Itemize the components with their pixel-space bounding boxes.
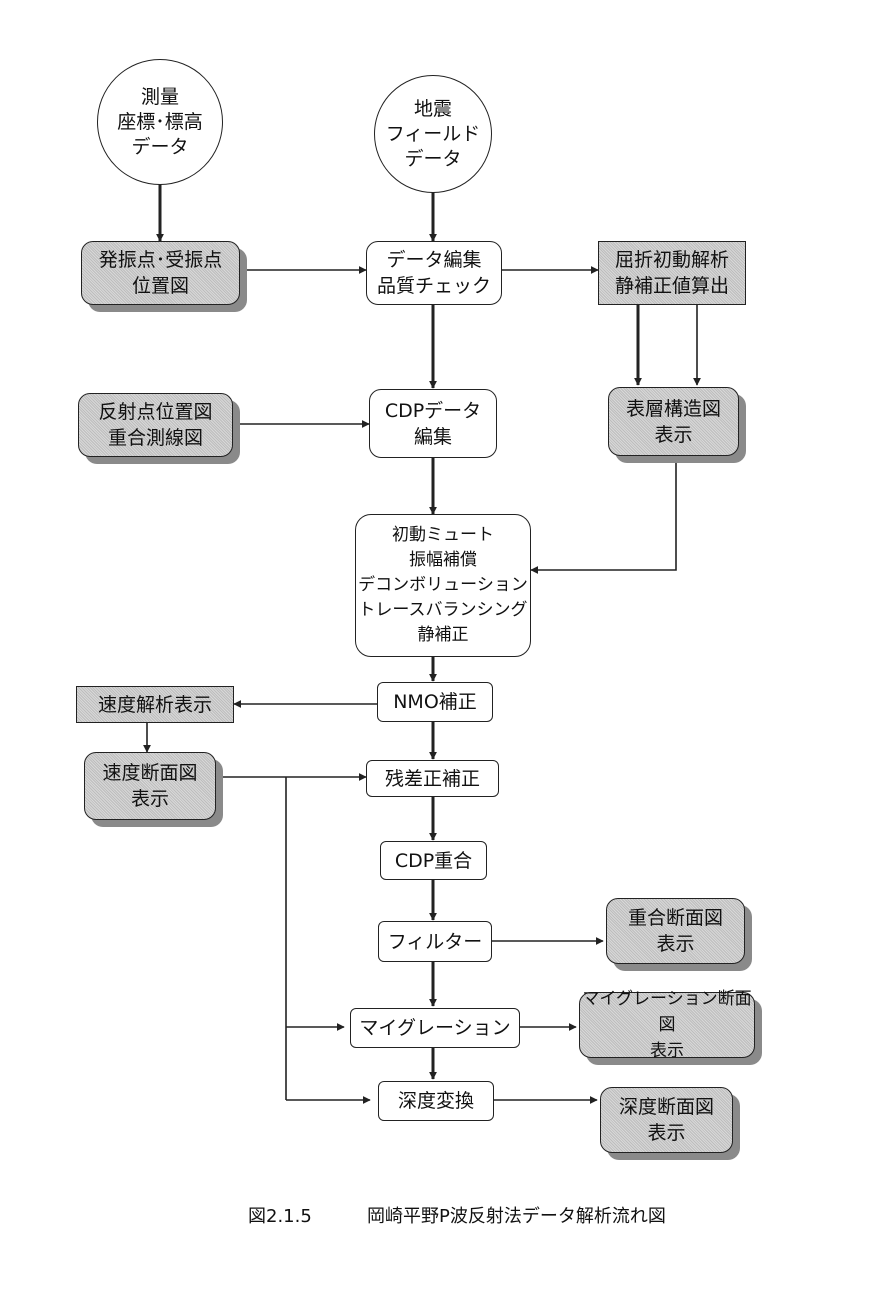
data-edit-qc-node: データ編集 品質チェック — [366, 241, 502, 305]
shot-receiver-map-node: 発振点･受振点 位置図 — [81, 241, 240, 305]
depth-section-display-node: 深度断面図 表示 — [600, 1087, 733, 1153]
velocity-section-display-node: 速度断面図 表示 — [84, 752, 216, 820]
seismic-field-data-label: 地震 フィールド データ — [385, 97, 481, 170]
processing-steps-node: 初動ミュート 振幅補償 デコンボリューション トレースバランシング 静補正 — [355, 514, 531, 657]
depth-conversion-node: 深度変換 — [378, 1081, 494, 1121]
migration-label: マイグレーション — [359, 1017, 511, 1039]
arrow-surface-to-processing — [530, 456, 677, 574]
nmo-correction-label: NMO補正 — [393, 691, 477, 713]
velocity-analysis-display-label: 速度解析表示 — [97, 693, 212, 716]
data-edit-qc-label: データ編集 品質チェック — [376, 249, 491, 297]
migration-section-display-label: マイグレーション断面図 表示 — [582, 989, 752, 1061]
seismic-field-data-node: 地震 フィールド データ — [374, 75, 492, 193]
reflection-point-map-node: 反射点位置図 重合測線図 — [78, 393, 233, 457]
velocity-section-display-label: 速度断面図 表示 — [102, 762, 198, 810]
cdp-stack-label: CDP重合 — [394, 849, 473, 872]
stack-section-display-node: 重合断面図 表示 — [606, 898, 745, 964]
surface-layer-display-label: 表層構造図 表示 — [625, 397, 721, 446]
refraction-static-node: 屈折初動解析 静補正値算出 — [598, 241, 746, 305]
nmo-correction-node: NMO補正 — [377, 682, 493, 722]
residual-static-label: 残差正補正 — [384, 767, 480, 790]
migration-node: マイグレーション — [350, 1008, 520, 1048]
residual-static-node: 残差正補正 — [366, 760, 499, 797]
depth-conversion-label: 深度変換 — [397, 1090, 474, 1112]
refraction-static-label: 屈折初動解析 静補正値算出 — [614, 249, 729, 297]
filter-node: フィルター — [378, 921, 492, 962]
figure-number: 図2.1.5 — [248, 1206, 312, 1227]
depth-section-display-label: 深度断面図 表示 — [618, 1096, 714, 1144]
survey-data-node: 測量 座標･標高 データ — [97, 59, 223, 185]
shot-receiver-map-label: 発振点･受振点 位置図 — [98, 249, 223, 297]
cdp-data-edit-node: CDPデータ 編集 — [369, 389, 497, 458]
migration-section-display-node: マイグレーション断面図 表示 — [579, 989, 755, 1061]
cdp-stack-node: CDP重合 — [380, 841, 487, 880]
figure-title: 岡崎平野P波反射法データ解析流れ図 — [367, 1206, 666, 1227]
surface-layer-display-node: 表層構造図 表示 — [608, 387, 739, 456]
filter-label: フィルター — [387, 930, 483, 953]
cdp-data-edit-label: CDPデータ 編集 — [384, 399, 482, 448]
survey-data-label: 測量 座標･標高 データ — [117, 85, 203, 158]
processing-steps-label: 初動ミュート 振幅補償 デコンボリューション トレースバランシング 静補正 — [358, 525, 528, 645]
reflection-point-map-label: 反射点位置図 重合測線図 — [98, 401, 213, 449]
stack-section-display-label: 重合断面図 表示 — [627, 907, 723, 955]
velocity-analysis-display-node: 速度解析表示 — [76, 686, 234, 723]
